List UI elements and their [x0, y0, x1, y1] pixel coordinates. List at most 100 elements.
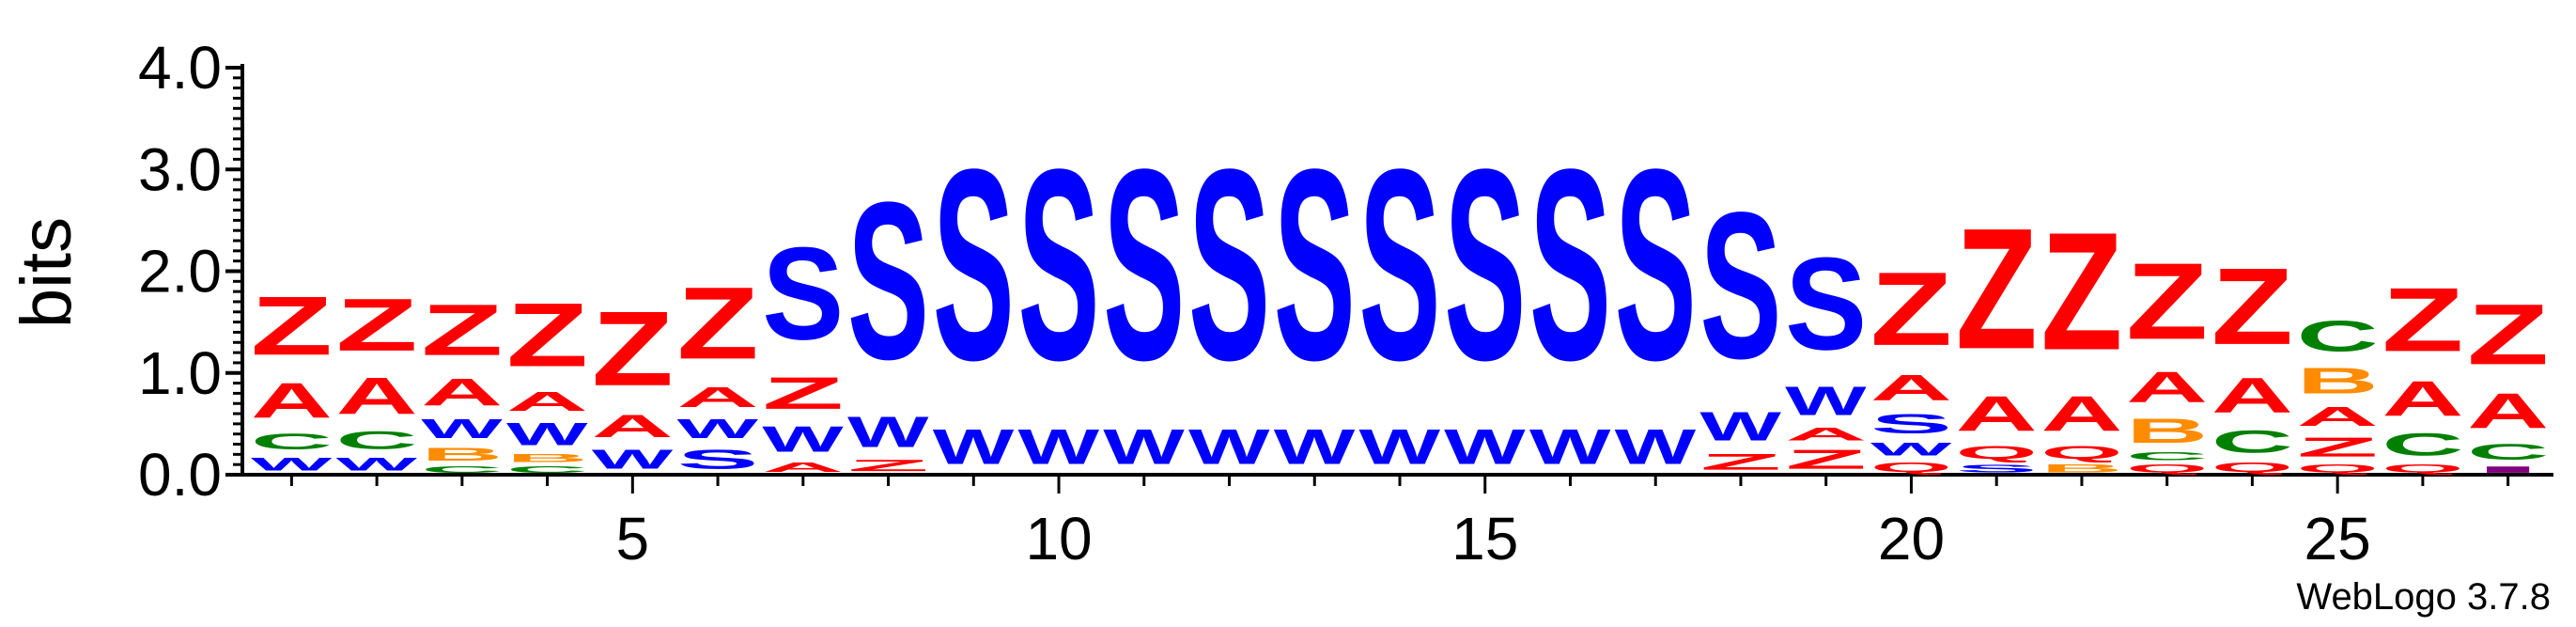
logo-letter-A: A [2467, 384, 2549, 439]
logo-letter-I: I [2467, 464, 2549, 475]
logo-letter-W: W [677, 414, 760, 444]
logo-letter-A: A [2297, 401, 2379, 431]
logo-letter-A: A [1956, 386, 2038, 442]
logo-letter-S: S [1103, 112, 1185, 417]
letter-stacks: WCAZWCAZCBWAZCBWAZWAZSWAZAWZSZWSWSWSWSWS… [251, 112, 2549, 476]
logo-letter-C: C [421, 464, 503, 475]
logo-letter-W: W [1017, 418, 1099, 475]
logo-letter-Z: Z [1956, 192, 2038, 385]
logo-letter-S: S [1870, 409, 1952, 439]
logo-letter-B: B [421, 445, 503, 464]
logo-letter-A: A [592, 409, 674, 445]
logo-letter-W: W [933, 418, 1015, 475]
stack-position-15: WS [1444, 112, 1526, 475]
logo-letter-S: S [1017, 112, 1099, 417]
logo-letter-A: A [506, 386, 588, 416]
stack-position-16: WS [1529, 112, 1611, 475]
y-axis: 0.01.02.03.04.0 [138, 34, 244, 509]
logo-letter-S: S [1956, 462, 2038, 475]
stack-position-5: WAZ [592, 290, 675, 475]
logo-letter-A: A [2126, 363, 2208, 412]
logo-letter-Z: Z [421, 290, 503, 370]
logo-letter-W: W [1188, 418, 1270, 475]
y-axis-label: bits [7, 217, 86, 328]
logo-letter-B: B [2126, 412, 2208, 450]
logo-letter-A: A [1870, 368, 1952, 408]
y-tick-label: 0.0 [138, 441, 222, 509]
logo-letter-C: C [2211, 424, 2293, 460]
x-tick-label: 25 [2304, 505, 2371, 572]
logo-letter-Z: Z [2467, 287, 2549, 384]
logo-letter-W: W [251, 455, 333, 476]
stack-position-18: ZWS [1699, 168, 1781, 475]
logo-letter-Z: Z [336, 284, 418, 367]
logo-letter-A: A [677, 381, 759, 414]
logo-letter-W: W [847, 408, 929, 457]
logo-letter-Z: Z [2126, 240, 2208, 362]
logo-letter-A: A [336, 367, 418, 426]
logo-letter-A: A [2041, 386, 2122, 442]
logo-letter-S: S [1529, 112, 1611, 417]
logo-letter-S: S [1615, 112, 1697, 417]
logo-letter-W: W [1785, 379, 1867, 424]
logo-letter-S: S [1699, 168, 1781, 402]
logo-letter-Q: Q [1870, 460, 1952, 475]
logo-letter-Q: Q [2382, 462, 2463, 475]
logo-letter-W: W [1870, 439, 1952, 460]
logo-letter-C: C [2126, 450, 2208, 462]
logo-letter-A: A [421, 371, 503, 414]
logo-letter-Z: Z [592, 290, 674, 409]
logo-letter-W: W [506, 416, 589, 452]
logo-letter-Z: Z [2297, 431, 2379, 462]
logo-letter-S: S [847, 155, 929, 406]
stack-position-9: WS [933, 112, 1015, 475]
logo-letter-Q: Q [1956, 442, 2038, 462]
logo-letter-W: W [1699, 404, 1781, 449]
logo-letter-S: S [1785, 229, 1867, 377]
logo-letter-W: W [1358, 418, 1440, 475]
logo-letter-W: W [421, 414, 504, 444]
logo-letter-C: C [336, 426, 418, 454]
logo-letter-W: W [336, 455, 418, 476]
logo-letter-A: A [2211, 368, 2293, 423]
stack-position-12: WS [1188, 112, 1270, 475]
logo-letter-Z: Z [1870, 251, 1952, 368]
logo-letter-Z: Z [2041, 198, 2122, 385]
logo-letter-W: W [762, 418, 844, 459]
logo-letter-S: S [1444, 112, 1526, 417]
logo-letter-A: A [2382, 371, 2463, 427]
stack-position-8: ZWS [847, 155, 929, 475]
logo-letter-W: W [1103, 418, 1185, 475]
logo-letter-Z: Z [2211, 245, 2293, 368]
logo-letter-S: S [762, 219, 844, 367]
logo-letter-Z: Z [1699, 449, 1781, 475]
logo-letter-Q: Q [2126, 462, 2208, 475]
logo-letter-Z: Z [506, 284, 588, 385]
logo-letter-C: C [2382, 427, 2463, 462]
stack-position-11: WS [1103, 112, 1185, 475]
logo-letter-Z: Z [251, 279, 333, 373]
logo-letter-S: S [677, 445, 759, 475]
logo-letter-Q: Q [2297, 462, 2379, 475]
logo-letter-Z: Z [762, 368, 844, 418]
logo-letter-B: B [2041, 462, 2122, 475]
logo-letter-Q: Q [2211, 460, 2293, 475]
logo-letter-C: C [506, 464, 588, 475]
x-tick-label: 5 [616, 505, 650, 572]
logo-letter-C: C [251, 429, 333, 454]
